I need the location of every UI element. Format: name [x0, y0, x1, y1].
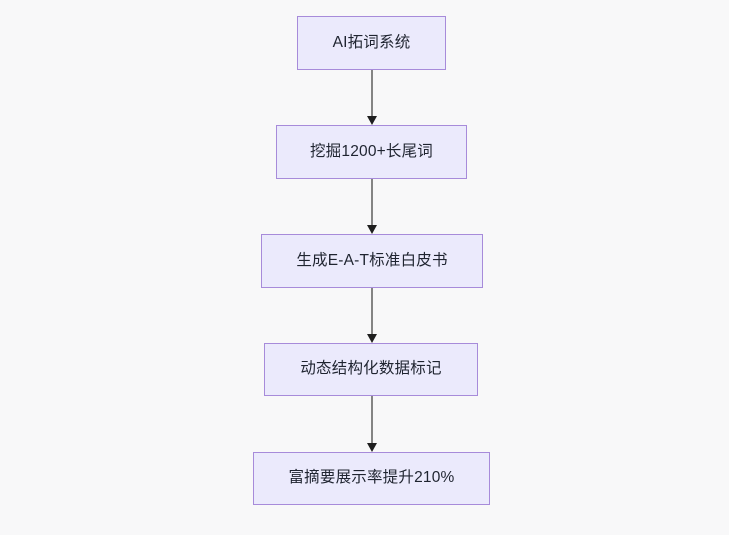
flow-node-label: 挖掘1200+长尾词 [309, 142, 434, 160]
edge-line [371, 179, 373, 227]
flow-node-ai-keyword-system[interactable]: AI拓词系统 [297, 16, 446, 70]
flow-node-generate-eat-whitepaper[interactable]: 生成E-A-T标准白皮书 [261, 234, 483, 288]
flow-node-label: AI拓词系统 [332, 33, 411, 51]
edge-line [371, 70, 373, 118]
arrow-head-icon [366, 225, 377, 234]
edge-line [371, 288, 373, 336]
flow-node-rich-snippet-impression-lift[interactable]: 富摘要展示率提升210% [253, 452, 490, 505]
flow-node-label: 动态结构化数据标记 [300, 360, 442, 378]
flow-node-dynamic-structured-data-markup[interactable]: 动态结构化数据标记 [264, 343, 478, 396]
arrow-head-icon [366, 334, 377, 343]
arrow-head-icon [366, 116, 377, 125]
flow-node-label: 富摘要展示率提升210% [288, 469, 455, 487]
arrow-head-icon [366, 443, 377, 452]
edge-line [371, 396, 373, 445]
flow-node-mine-longtail-keywords[interactable]: 挖掘1200+长尾词 [276, 125, 467, 179]
flow-node-label: 生成E-A-T标准白皮书 [296, 251, 448, 269]
